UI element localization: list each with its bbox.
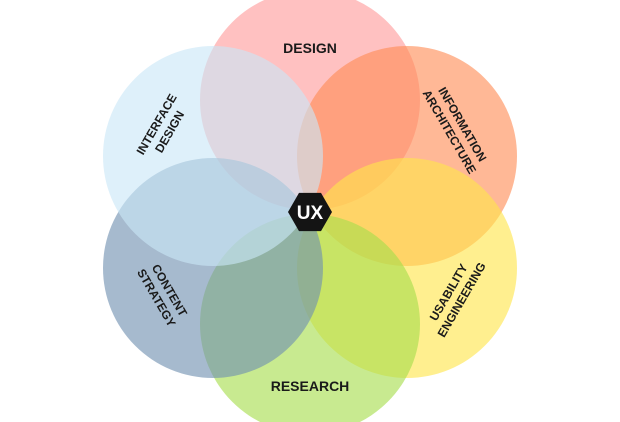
label-line: RESEARCH — [271, 378, 350, 394]
center-label: UX — [297, 203, 324, 224]
circle-interface-design — [103, 46, 323, 266]
center-hexagon — [288, 192, 332, 232]
label-line: DESIGN — [283, 40, 337, 56]
label-design: DESIGN — [283, 40, 337, 56]
circles-layer — [103, 0, 517, 422]
label-research: RESEARCH — [271, 378, 350, 394]
center-badge: UX — [288, 192, 332, 232]
